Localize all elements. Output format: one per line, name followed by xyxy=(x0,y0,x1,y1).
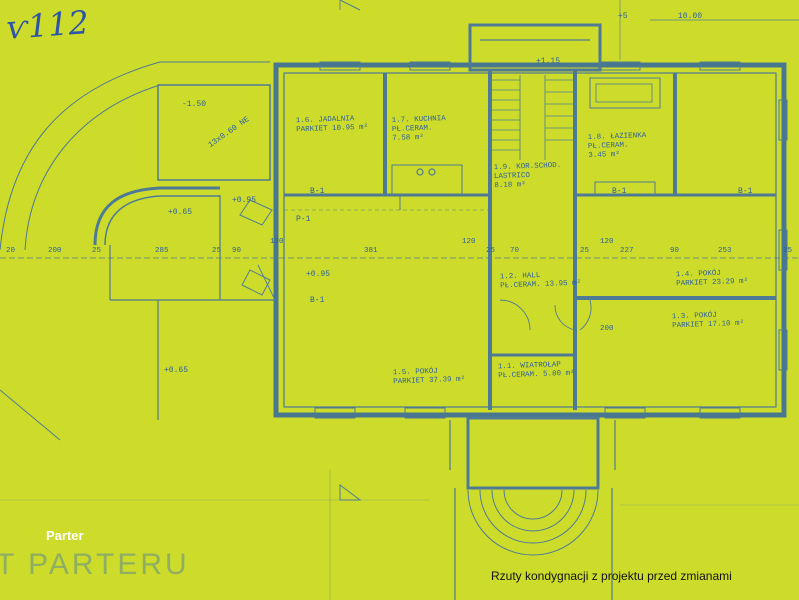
level-mark: +0.65 xyxy=(164,366,189,375)
dimension-label: 25 xyxy=(580,247,590,255)
dimension-label: 25 xyxy=(212,247,222,255)
dimension-label: 20 xyxy=(6,247,16,255)
dimension-label: 25 xyxy=(92,247,102,255)
section-mark: B-1 xyxy=(310,187,325,196)
dimension-label: 120 xyxy=(462,238,476,246)
section-mark: P-1 xyxy=(296,215,311,224)
room-label-korytarz: 1.9. KOR.SCHOD. LASTRICO 8.18 m² xyxy=(494,162,562,191)
dimension-label: 381 xyxy=(364,247,378,255)
floor-label: Parter xyxy=(46,528,84,543)
dimension-label: 25 xyxy=(783,247,793,255)
dimension-label: 120 xyxy=(270,238,284,246)
room-label-kuchnia: 1.7. KUCHNIA PŁ.CERAM. 7.58 m² xyxy=(392,115,447,144)
room-label-pokoj-15: 1.5. POKÓJ PARKIET 37.39 m² xyxy=(393,367,466,388)
level-mark: 10.00 xyxy=(678,12,703,21)
dimension-label: 90 xyxy=(232,247,242,255)
level-mark: +1.15 xyxy=(536,57,561,66)
dimension-label: 90 xyxy=(670,247,680,255)
level-mark: +0.65 xyxy=(168,208,193,217)
dimension-label: 227 xyxy=(620,247,634,255)
caption: Rzuty kondygnacji z projektu przed zmian… xyxy=(491,569,732,583)
room-label-pokoj-13: 1.3. POKÓJ PARKIET 17.10 m² xyxy=(672,311,745,332)
level-mark: +0.95 xyxy=(232,196,257,205)
dimension-label: 200 xyxy=(600,325,614,333)
handwritten-mark: ѵ112 xyxy=(4,3,91,47)
room-label-wiatrolap: 1.1. WIATROŁAP PŁ.CERAM. 5.80 m² xyxy=(498,361,575,382)
level-mark: +0.95 xyxy=(306,270,331,279)
dimension-label: 253 xyxy=(718,247,732,255)
dimension-label: 25 xyxy=(486,247,496,255)
room-label-lazienka: 1.8. ŁAZIENKA PŁ.CERAM. 3.45 m² xyxy=(588,132,647,161)
level-mark: +5 xyxy=(618,12,628,21)
dimension-label: 285 xyxy=(155,247,169,255)
section-mark: B-1 xyxy=(310,296,325,305)
room-label-jadalnia: 1.6. JADALNIA PARKIET 10.95 m² xyxy=(296,115,369,136)
sheet-title: T PARTERU xyxy=(0,548,190,581)
dimension-label: 70 xyxy=(510,247,520,255)
dimension-label: 200 xyxy=(48,247,62,255)
dimension-label: 120 xyxy=(600,238,614,246)
room-label-hall: 1.2. HALL PŁ.CERAM. 13.95 m² xyxy=(500,271,582,292)
section-mark: B-1 xyxy=(738,187,753,196)
level-mark: -1.50 xyxy=(182,100,207,109)
room-label-pokoj-14: 1.4. POKÓJ PARKIET 23.29 m² xyxy=(676,269,749,290)
section-mark: B-1 xyxy=(612,187,627,196)
room-area: 7.58 m² xyxy=(392,133,424,143)
